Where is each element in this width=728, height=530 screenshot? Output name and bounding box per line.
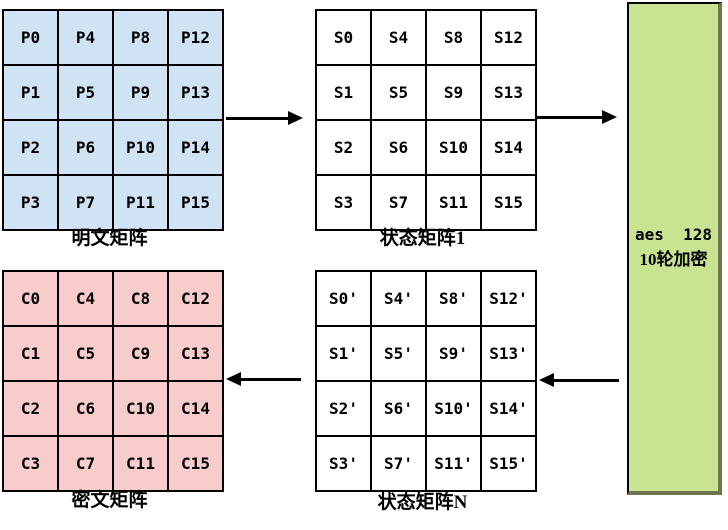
matrix-cell: S4 bbox=[370, 9, 427, 66]
matrix-cell: S11' bbox=[425, 435, 482, 492]
ciphertext-matrix-label: 密文矩阵 bbox=[71, 490, 148, 511]
matrix-cell: P3 bbox=[2, 174, 59, 231]
matrix-cell: C5 bbox=[57, 325, 114, 382]
matrix-cell: C10 bbox=[112, 380, 169, 437]
matrix-cell: S2 bbox=[315, 119, 372, 176]
matrix-cell: S0 bbox=[315, 9, 372, 66]
stateN-matrix: S0' S4' S8' S12' S1' S5' S9' S13' S2' S6… bbox=[315, 270, 537, 492]
matrix-cell: P12 bbox=[167, 9, 224, 66]
matrix-cell: P9 bbox=[112, 64, 169, 121]
matrix-cell: S0' bbox=[315, 270, 372, 327]
matrix-cell: C13 bbox=[167, 325, 224, 382]
plaintext-matrix-label: 明文矩阵 bbox=[71, 228, 148, 249]
matrix-cell: P4 bbox=[57, 9, 114, 66]
ciphertext-matrix: C0 C4 C8 C12 C1 C5 C9 C13 C2 C6 C10 C14 … bbox=[2, 270, 224, 492]
matrix-cell: S4' bbox=[370, 270, 427, 327]
matrix-row: S2 S6 S10 S14 bbox=[315, 119, 537, 176]
matrix-cell: C11 bbox=[112, 435, 169, 492]
matrix-row: P1 P5 P9 P13 bbox=[2, 64, 224, 121]
matrix-cell: C8 bbox=[112, 270, 169, 327]
arrow-left-icon bbox=[539, 373, 619, 387]
matrix-row: S3' S7' S11' S15' bbox=[315, 435, 537, 492]
matrix-row: P0 P4 P8 P12 bbox=[2, 9, 224, 66]
matrix-cell: S3 bbox=[315, 174, 372, 231]
matrix-cell: S5 bbox=[370, 64, 427, 121]
matrix-cell: P2 bbox=[2, 119, 59, 176]
state1-matrix-label: 状态矩阵1 bbox=[379, 228, 466, 249]
matrix-cell: P15 bbox=[167, 174, 224, 231]
matrix-cell: S8 bbox=[425, 9, 482, 66]
matrix-row: C2 C6 C10 C14 bbox=[2, 380, 224, 437]
matrix-cell: S13' bbox=[480, 325, 537, 382]
matrix-cell: P11 bbox=[112, 174, 169, 231]
matrix-cell: P8 bbox=[112, 9, 169, 66]
matrix-cell: P6 bbox=[57, 119, 114, 176]
matrix-cell: S11 bbox=[425, 174, 482, 231]
matrix-cell: S13 bbox=[480, 64, 537, 121]
matrix-cell: C0 bbox=[2, 270, 59, 327]
matrix-cell: S7 bbox=[370, 174, 427, 231]
matrix-row: P2 P6 P10 P14 bbox=[2, 119, 224, 176]
matrix-cell: S3' bbox=[315, 435, 372, 492]
arrow-left-icon bbox=[226, 372, 301, 386]
arrow-right-icon bbox=[537, 110, 617, 124]
matrix-row: C1 C5 C9 C13 bbox=[2, 325, 224, 382]
matrix-cell: C7 bbox=[57, 435, 114, 492]
matrix-row: S1' S5' S9' S13' bbox=[315, 325, 537, 382]
plaintext-matrix: P0 P4 P8 P12 P1 P5 P9 P13 P2 P6 P10 P14 … bbox=[2, 9, 224, 231]
matrix-cell: C2 bbox=[2, 380, 59, 437]
matrix-row: P3 P7 P11 P15 bbox=[2, 174, 224, 231]
matrix-cell: S15' bbox=[480, 435, 537, 492]
matrix-cell: S9' bbox=[425, 325, 482, 382]
matrix-cell: P7 bbox=[57, 174, 114, 231]
matrix-cell: C4 bbox=[57, 270, 114, 327]
matrix-row: C3 C7 C11 C15 bbox=[2, 435, 224, 492]
stateN-matrix-label: 状态矩阵N bbox=[377, 492, 468, 513]
matrix-cell: C6 bbox=[57, 380, 114, 437]
matrix-row: C0 C4 C8 C12 bbox=[2, 270, 224, 327]
matrix-cell: S8' bbox=[425, 270, 482, 327]
matrix-cell: P14 bbox=[167, 119, 224, 176]
matrix-cell: S10' bbox=[425, 380, 482, 437]
matrix-cell: C14 bbox=[167, 380, 224, 437]
matrix-row: S2' S6' S10' S14' bbox=[315, 380, 537, 437]
aes-process-box: aes 128 10轮加密 bbox=[627, 2, 722, 495]
matrix-cell: C15 bbox=[167, 435, 224, 492]
aes-process-title: aes 128 bbox=[634, 225, 713, 244]
matrix-cell: P1 bbox=[2, 64, 59, 121]
matrix-cell: S6' bbox=[370, 380, 427, 437]
aes-process-subtitle: 10轮加密 bbox=[639, 250, 708, 269]
matrix-cell: P13 bbox=[167, 64, 224, 121]
matrix-cell: C9 bbox=[112, 325, 169, 382]
matrix-cell: S14 bbox=[480, 119, 537, 176]
matrix-cell: P0 bbox=[2, 9, 59, 66]
matrix-cell: S9 bbox=[425, 64, 482, 121]
matrix-cell: S2' bbox=[315, 380, 372, 437]
arrow-right-icon bbox=[226, 111, 303, 125]
matrix-row: S1 S5 S9 S13 bbox=[315, 64, 537, 121]
matrix-cell: S12 bbox=[480, 9, 537, 66]
matrix-cell: P5 bbox=[57, 64, 114, 121]
matrix-cell: S6 bbox=[370, 119, 427, 176]
matrix-cell: S1 bbox=[315, 64, 372, 121]
matrix-cell: S14' bbox=[480, 380, 537, 437]
matrix-cell: S12' bbox=[480, 270, 537, 327]
matrix-cell: C1 bbox=[2, 325, 59, 382]
matrix-cell: S7' bbox=[370, 435, 427, 492]
matrix-row: S0 S4 S8 S12 bbox=[315, 9, 537, 66]
matrix-cell: S10 bbox=[425, 119, 482, 176]
matrix-cell: S1' bbox=[315, 325, 372, 382]
matrix-cell: C3 bbox=[2, 435, 59, 492]
matrix-cell: P10 bbox=[112, 119, 169, 176]
matrix-cell: S5' bbox=[370, 325, 427, 382]
matrix-row: S0' S4' S8' S12' bbox=[315, 270, 537, 327]
matrix-row: S3 S7 S11 S15 bbox=[315, 174, 537, 231]
state1-matrix: S0 S4 S8 S12 S1 S5 S9 S13 S2 S6 S10 S14 … bbox=[315, 9, 537, 231]
matrix-cell: C12 bbox=[167, 270, 224, 327]
matrix-cell: S15 bbox=[480, 174, 537, 231]
